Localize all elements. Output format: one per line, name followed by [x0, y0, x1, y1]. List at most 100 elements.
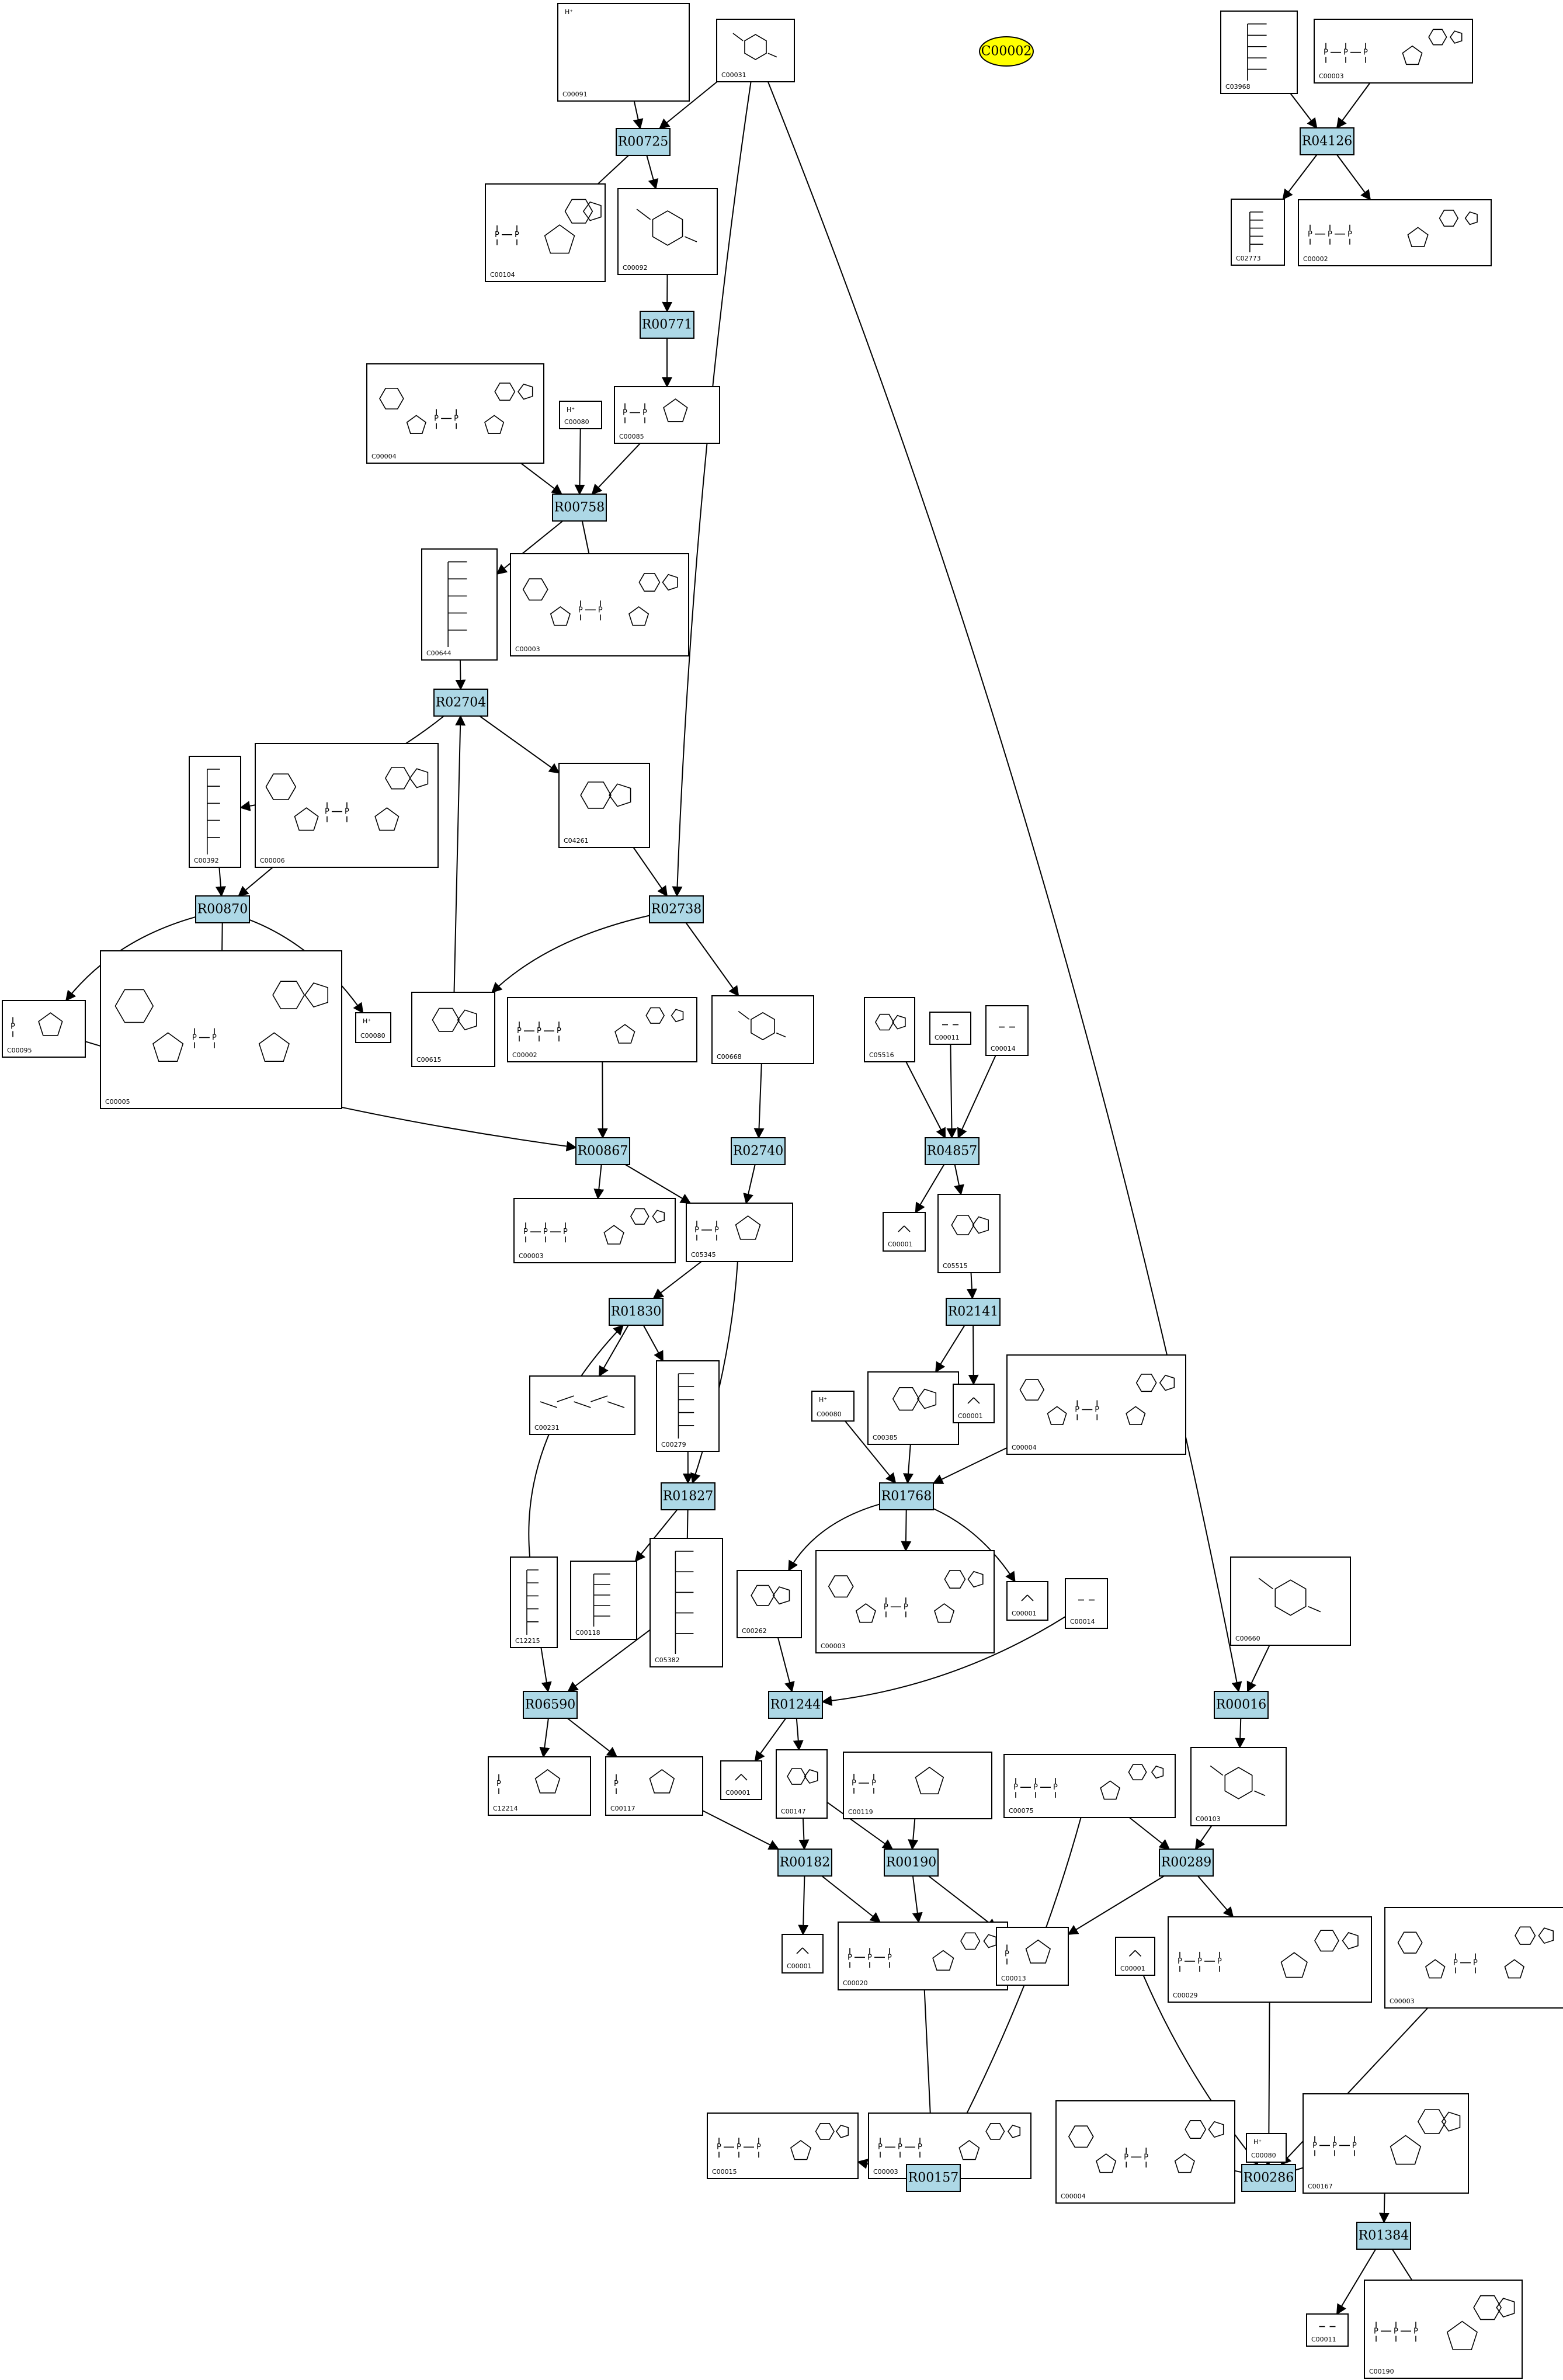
reaction-edge [754, 1718, 787, 1762]
svg-text:P: P [918, 2143, 922, 2152]
compound-c00103[interactable]: C00103 [1190, 1747, 1287, 1826]
reaction-r00758[interactable]: R00758 [552, 494, 607, 522]
compound-c05382[interactable]: C05382 [649, 1538, 723, 1667]
compound-c00001[interactable]: C00001 [953, 1384, 995, 1423]
reaction-r00182[interactable]: R00182 [777, 1849, 832, 1877]
compound-c00392[interactable]: C00392 [189, 756, 241, 868]
reaction-r01827[interactable]: R01827 [661, 1482, 715, 1510]
reaction-r04126[interactable]: R04126 [1300, 127, 1354, 155]
highlighted-compound[interactable]: C00002 [979, 36, 1034, 67]
compound-c00080[interactable]: H⁺C00080 [355, 1012, 391, 1043]
reaction-r01830[interactable]: R01830 [609, 1298, 664, 1326]
compound-c00091[interactable]: H⁺C00091 [557, 3, 690, 102]
compound-c00001[interactable]: C00001 [720, 1760, 762, 1800]
compound-c00147[interactable]: C00147 [776, 1749, 828, 1819]
compound-id-label: C00392 [194, 857, 219, 864]
compound-c03968[interactable]: C03968 [1220, 11, 1298, 94]
reaction-r02704[interactable]: R02704 [433, 689, 488, 717]
compound-c00668[interactable]: C00668 [711, 995, 814, 1064]
compound-c00092[interactable]: C00092 [617, 188, 718, 275]
compound-id-label: C00003 [1319, 72, 1344, 80]
reaction-edge [496, 520, 564, 575]
compound-c00385[interactable]: C00385 [867, 1371, 959, 1445]
reaction-r00725[interactable]: R00725 [616, 128, 671, 156]
highlight-layer: C00002 [979, 36, 1034, 67]
reaction-r00157[interactable]: R00157 [906, 2164, 961, 2192]
reaction-r00286[interactable]: R00286 [1241, 2164, 1296, 2192]
reaction-r00771[interactable]: R00771 [640, 311, 694, 339]
reaction-r06590[interactable]: R06590 [523, 1691, 578, 1719]
compound-c00080[interactable]: H⁺C00080 [1246, 2133, 1287, 2163]
compound-c00014[interactable]: C00014 [1065, 1578, 1108, 1629]
compound-c05516[interactable]: C05516 [864, 997, 915, 1062]
compound-c00262[interactable]: C00262 [737, 1570, 802, 1638]
compound-c00011[interactable]: C00011 [1306, 2313, 1349, 2347]
compound-c00080[interactable]: H⁺C00080 [559, 401, 602, 429]
compound-c00118[interactable]: C00118 [570, 1561, 637, 1640]
reaction-edge [1336, 2249, 1377, 2315]
reaction-r02141[interactable]: R02141 [946, 1298, 1001, 1326]
compound-c00001[interactable]: C00001 [1115, 1937, 1155, 1976]
compound-c00001[interactable]: C00001 [883, 1212, 926, 1252]
reaction-r00190[interactable]: R00190 [884, 1849, 939, 1877]
svg-text:P: P [884, 1603, 888, 1611]
reaction-r04857[interactable]: R04857 [925, 1137, 980, 1165]
compound-id-label: C00014 [1070, 1618, 1095, 1625]
compound-c00001[interactable]: C00001 [782, 1934, 824, 1974]
reaction-r01768[interactable]: R01768 [879, 1482, 934, 1510]
compound-c05515[interactable]: C05515 [937, 1194, 1001, 1273]
compound-c00615[interactable]: C00615 [411, 992, 495, 1067]
compound-c04261[interactable]: C04261 [558, 763, 650, 848]
compound-c00660[interactable]: C00660 [1230, 1556, 1351, 1646]
compound-c00080[interactable]: H⁺C00080 [811, 1391, 855, 1422]
reaction-r01384[interactable]: R01384 [1356, 2222, 1411, 2250]
compound-c02773[interactable]: C02773 [1231, 199, 1285, 266]
reaction-edge [933, 1508, 1016, 1583]
reaction-r00289[interactable]: R00289 [1159, 1849, 1214, 1877]
compound-id-label: C00095 [7, 1047, 32, 1054]
compound-c00014[interactable]: C00014 [985, 1005, 1029, 1056]
reaction-r02740[interactable]: R02740 [731, 1137, 786, 1165]
compound-c00001[interactable]: C00001 [1006, 1581, 1048, 1621]
compound-c12215[interactable]: C12215 [510, 1556, 558, 1648]
compound-c00011[interactable]: C00011 [929, 1012, 971, 1045]
compound-c00031[interactable]: C00031 [716, 19, 795, 82]
svg-text:P: P [1075, 1406, 1079, 1415]
compound-symbol: H⁺ [565, 8, 573, 16]
reaction-r02738[interactable]: R02738 [649, 895, 704, 923]
reaction-r01244[interactable]: R01244 [768, 1691, 823, 1719]
reaction-r00016[interactable]: R00016 [1214, 1691, 1269, 1719]
compound-c00644[interactable]: C00644 [421, 548, 498, 661]
compound-c00231[interactable]: C00231 [529, 1375, 635, 1435]
compound-c00279[interactable]: C00279 [656, 1360, 720, 1452]
reaction-r00870[interactable]: R00870 [195, 895, 250, 923]
reaction-r00867[interactable]: R00867 [575, 1137, 630, 1165]
